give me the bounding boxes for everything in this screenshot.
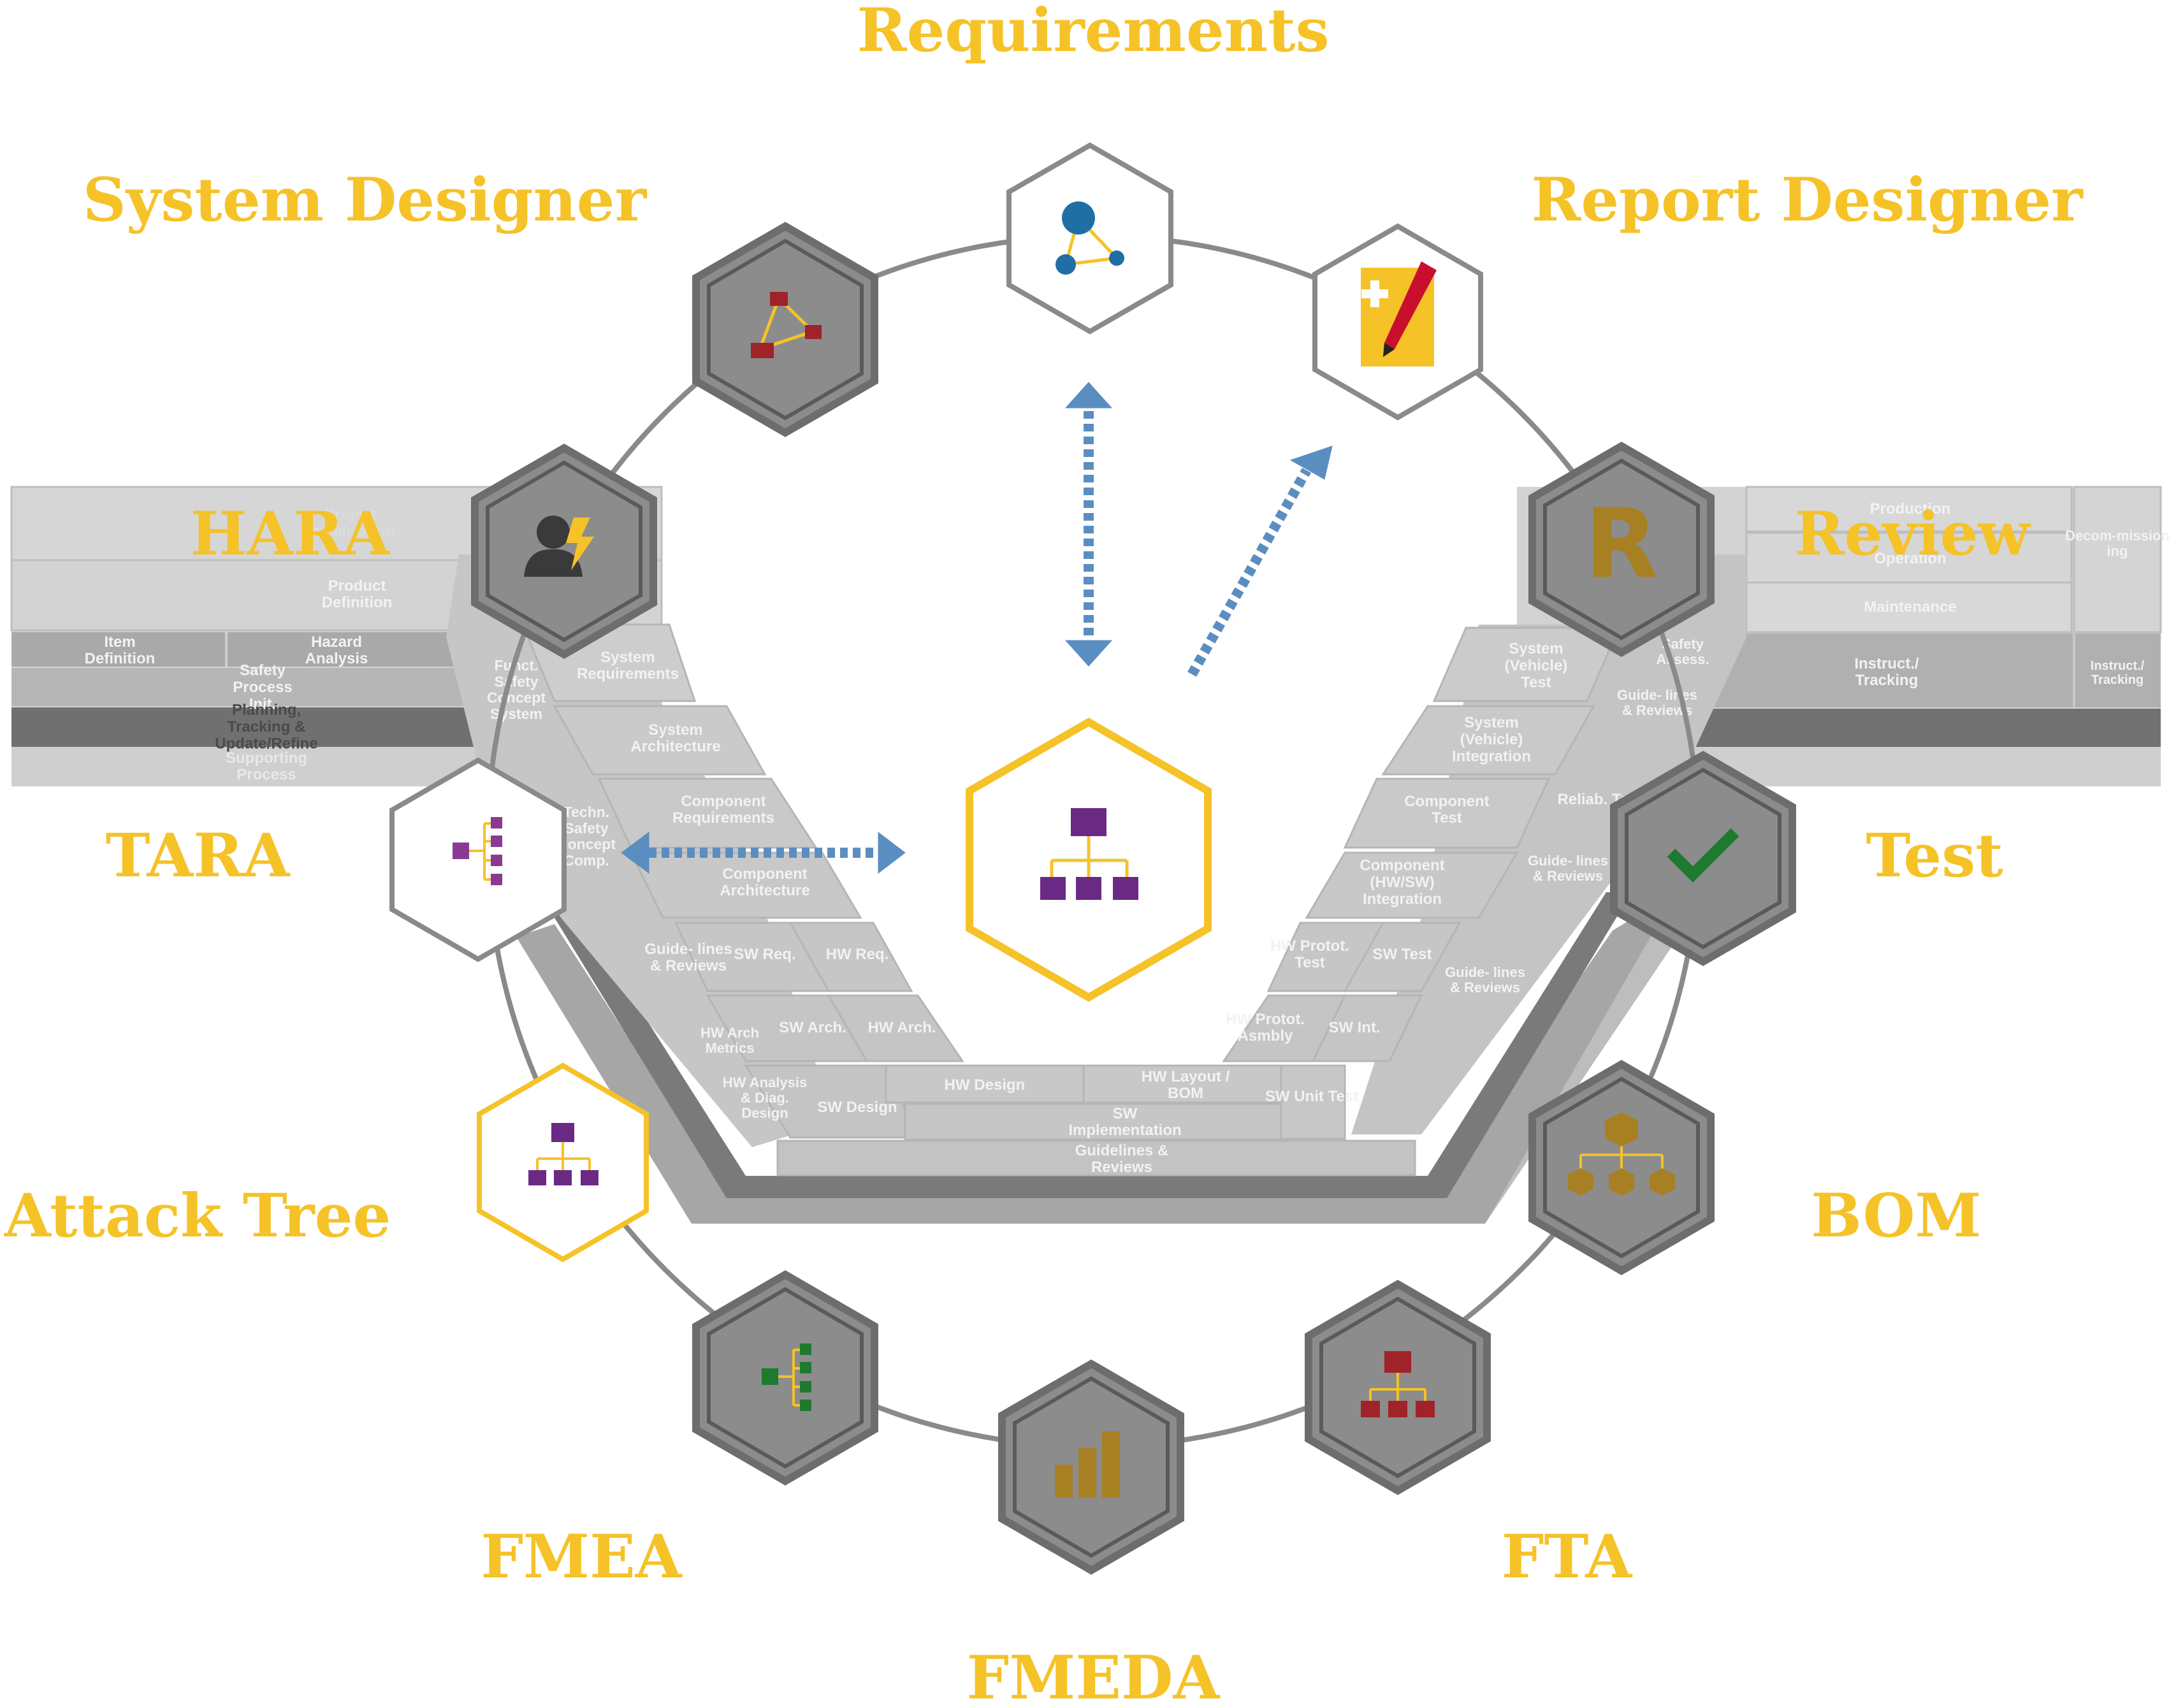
vm-hw-arch: HW Arch.	[867, 1019, 936, 1036]
vm-hw-protot-asmbly: HW Protot.Asmbly	[1226, 1011, 1305, 1045]
tool-labels: Requirements System Designer Report Desi…	[4, 0, 2084, 1708]
vm-hw-req: HW Req.	[826, 946, 889, 963]
tara-hex[interactable]	[389, 757, 567, 962]
bar-chart-icon	[1055, 1431, 1120, 1498]
vm-sw-unit-test: SW Unit Test	[1265, 1088, 1358, 1105]
cube-hierarchy-icon	[1568, 1112, 1675, 1196]
fmea-hex[interactable]	[692, 1270, 878, 1486]
review-hex[interactable]: R	[1528, 442, 1715, 657]
vm-instruct-tracking-2: Instruct./Tracking	[2091, 659, 2145, 687]
letter-r-icon: R	[1585, 489, 1658, 600]
vm-sw-test: SW Test	[1373, 946, 1432, 963]
fmeda-label[interactable]: FMEDA	[967, 1643, 1221, 1708]
test-label[interactable]: Test	[1866, 821, 2003, 891]
triangle-network-icon	[751, 292, 822, 358]
fault-tree-icon	[1361, 1351, 1435, 1417]
report-pencil-icon	[1361, 261, 1437, 366]
bom-hex[interactable]	[1528, 1060, 1715, 1275]
vm-hw-design: HW Design	[945, 1076, 1026, 1094]
system-designer-hex[interactable]	[692, 222, 878, 437]
vm-sw-req: SW Req.	[734, 946, 795, 963]
center-hex[interactable]	[966, 718, 1212, 1002]
fta-label[interactable]: FTA	[1502, 1522, 1633, 1592]
report-designer-hex[interactable]	[1312, 223, 1483, 421]
vm-system-vehicle-test: System(Vehicle)Test	[1505, 640, 1568, 691]
attack-tree-label[interactable]: Attack Tree	[4, 1181, 391, 1251]
hara-label[interactable]: HARA	[191, 499, 391, 569]
tara-label[interactable]: TARA	[106, 821, 291, 891]
threat-tree-icon	[453, 817, 502, 885]
vm-hw-analysis: HW Analysis& Diag.Design	[723, 1075, 807, 1121]
requirements-hex[interactable]	[1006, 142, 1173, 335]
vm-maintenance: Maintenance	[1864, 598, 1956, 616]
attack-tree-hex[interactable]	[477, 1062, 649, 1263]
arrows	[621, 382, 1333, 874]
vm-guidelines-reviews-right-mid: Guide- lines& Reviews	[1528, 853, 1608, 884]
diagonal-arrow	[1187, 468, 1311, 677]
org-chart-icon	[1040, 808, 1138, 900]
fmea-label[interactable]: FMEA	[481, 1522, 682, 1592]
vm-sw-arch: SW Arch.	[779, 1019, 846, 1036]
vm-component-integration: Component(HW/SW)Integration	[1360, 857, 1444, 908]
checkmark-icon	[1667, 828, 1739, 883]
report-designer-label[interactable]: Report Designer	[1531, 165, 2084, 235]
hara-hex[interactable]	[471, 444, 657, 659]
vm-operation: Operation	[1874, 550, 1946, 567]
requirements-label[interactable]: Requirements	[857, 0, 1330, 66]
person-hazard-icon	[524, 516, 594, 577]
vm-hw-layout-bom: HW Layout /BOM	[1142, 1068, 1230, 1102]
vm-system-vehicle-integration: System(Vehicle)Integration	[1452, 714, 1531, 765]
network-graph-icon	[1055, 201, 1124, 275]
vm-hw-protot-test: HW Protot.Test	[1270, 937, 1349, 971]
vm-sw-int: SW Int.	[1328, 1019, 1380, 1036]
vm-sw-design: SW Design	[817, 1099, 897, 1116]
vm-planning: Planning,Tracking &Update/Refine	[215, 702, 317, 753]
bom-label[interactable]: BOM	[1811, 1181, 1981, 1251]
vm-guidelines-reviews-left: Guide- lines& Reviews	[644, 941, 732, 974]
fta-hex[interactable]	[1305, 1280, 1491, 1495]
attack-tree-icon	[528, 1123, 598, 1185]
review-label[interactable]: Review	[1795, 499, 2031, 569]
vm-guidelines-reviews-right-low: Guide- lines& Reviews	[1445, 964, 1525, 995]
tree-branch-icon	[762, 1343, 811, 1411]
vm-instruct-tracking-1: Instruct./Tracking	[1854, 655, 1919, 689]
fmeda-hex[interactable]	[998, 1359, 1184, 1575]
test-hex[interactable]	[1610, 751, 1796, 966]
vm-guidelines-reviews-bottom: Guidelines &Reviews	[1075, 1142, 1169, 1176]
vm-production: Production	[1870, 500, 1951, 517]
system-designer-label[interactable]: System Designer	[83, 165, 648, 235]
